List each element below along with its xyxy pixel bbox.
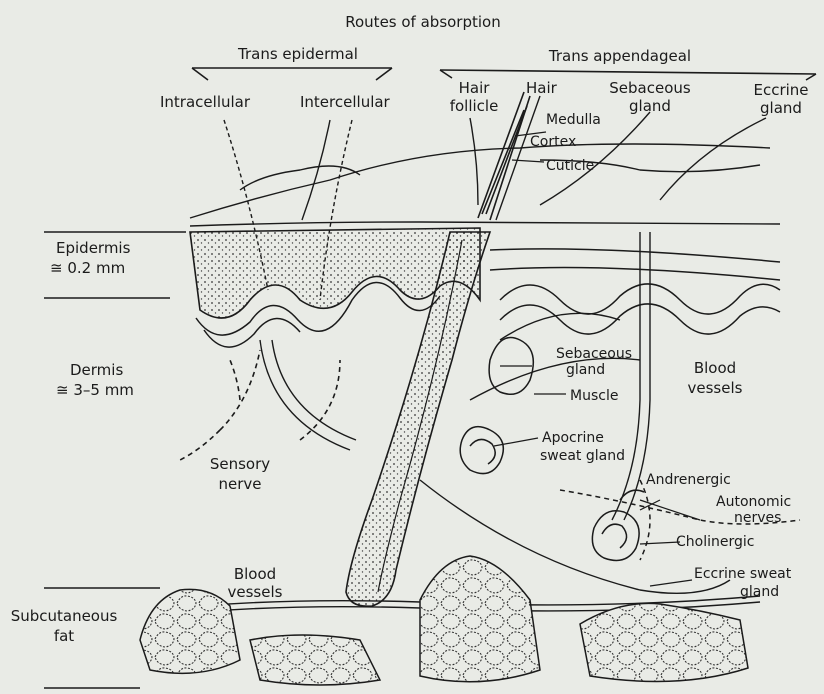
eccrine-sweat-line2: gland <box>740 584 779 600</box>
apocrine-line1: Apocrine <box>542 430 604 446</box>
muscle-label: Muscle <box>570 388 618 404</box>
andrenergic-label: Andrenergic <box>646 472 731 488</box>
epidermis-thickness: ≅ 0.2 mm <box>50 260 125 276</box>
sebaceous-gland-line2: gland <box>566 362 605 378</box>
cholinergic-label: Cholinergic <box>676 534 754 550</box>
subcutaneous-line1: Subcutaneous <box>4 608 124 624</box>
diagram-title: Routes of absorption <box>338 14 508 30</box>
trans-appendageal-label: Trans appendageal <box>520 48 720 64</box>
dermis-thickness: ≅ 3–5 mm <box>56 382 134 398</box>
trans-epidermal-bracket <box>192 68 392 80</box>
eccrine-route-line1: Eccrine <box>746 82 816 98</box>
intercellular-label: Intercellular <box>300 94 390 110</box>
sensory-nerve-line1: Sensory <box>200 456 280 472</box>
intracellular-label: Intracellular <box>160 94 250 110</box>
sebaceous-gland-line1: Sebaceous <box>556 346 632 362</box>
hair-route-label: Hair <box>526 80 557 96</box>
eccrine-sweat-line1: Eccrine sweat <box>694 566 791 582</box>
epidermis-label: Epidermis <box>56 240 130 256</box>
sebaceous-route-line2: gland <box>600 98 700 114</box>
sebaceous-route-line1: Sebaceous <box>600 80 700 96</box>
blood-vessels-bottom-line2: vessels <box>220 584 290 600</box>
dermis-label: Dermis <box>70 362 123 378</box>
autonomic-line1: Autonomic <box>716 494 791 510</box>
apocrine-line2: sweat gland <box>540 448 625 464</box>
medulla-label: Medulla <box>546 112 601 128</box>
subcutaneous-line2: fat <box>4 628 124 644</box>
blood-vessels-right-line1: Blood <box>680 360 750 376</box>
trans-epidermal-label: Trans epidermal <box>218 46 378 62</box>
cortex-label: Cortex <box>530 134 576 150</box>
skin-surface <box>190 144 780 226</box>
blood-vessels-right-line2: vessels <box>680 380 750 396</box>
autonomic-line2: nerves <box>734 510 781 526</box>
hair-follicle-route-line2: follicle <box>444 98 504 114</box>
hair-follicle-route-line1: Hair <box>444 80 504 96</box>
blood-vessels-bottom-line1: Blood <box>220 566 290 582</box>
sensory-nerve <box>180 350 340 460</box>
eccrine-route-line2: gland <box>746 100 816 116</box>
sensory-nerve-line2: nerve <box>200 476 280 492</box>
cuticle-label: Cuticle <box>546 158 594 174</box>
